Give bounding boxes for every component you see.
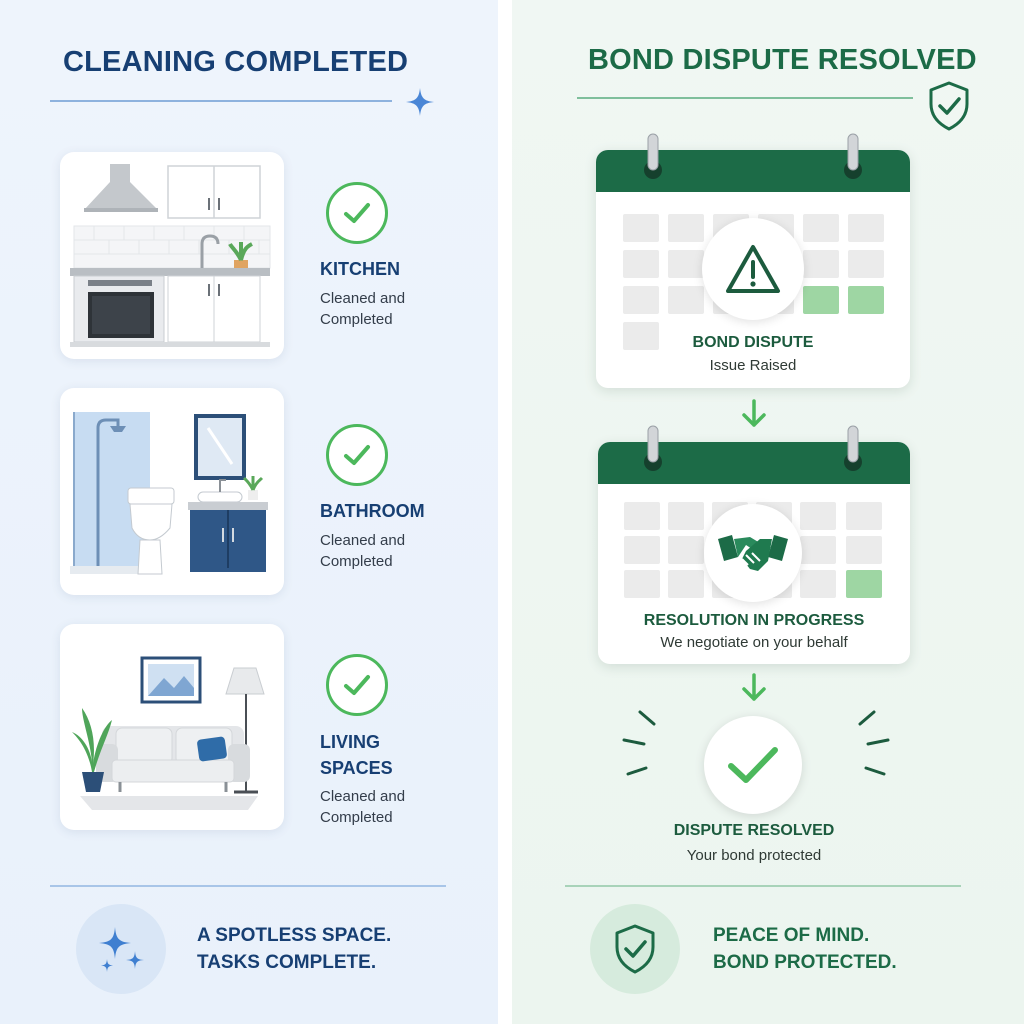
cleaning-footer-line2: TASKS COMPLETE. <box>197 952 377 973</box>
dispute-footer-line2: BOND PROTECTED. <box>713 952 897 973</box>
living-status-line1: Cleaned and <box>320 788 406 805</box>
handshake-badge <box>704 504 802 602</box>
living-status-line2: Completed <box>320 809 393 826</box>
warning-icon <box>726 245 780 293</box>
cleaning-title-rule <box>50 100 392 102</box>
shield-check-icon <box>615 924 655 974</box>
living-check-badge <box>326 654 388 716</box>
check-icon <box>728 747 778 783</box>
check-icon <box>344 445 370 465</box>
step2-title: RESOLUTION IN PROGRESS <box>643 612 865 629</box>
calendar-ring-right <box>844 425 862 471</box>
step1-subtitle: Issue Raised <box>709 357 797 374</box>
step3-subtitle: Your bond protected <box>686 847 822 864</box>
resolved-badge <box>704 716 802 814</box>
bathroom-status-line1: Cleaned and <box>320 532 406 549</box>
celebration-rays <box>622 710 890 776</box>
kitchen-status-line2: Completed <box>320 311 393 328</box>
calendar-ring-left <box>644 425 662 471</box>
arrow-down-icon <box>742 673 766 701</box>
shield-badge <box>590 904 680 994</box>
handshake-icon <box>718 535 788 571</box>
bathroom-check-badge <box>326 424 388 486</box>
warning-badge <box>702 218 804 320</box>
kitchen-status-line1: Cleaned and <box>320 290 406 307</box>
cleaning-footer-rule <box>50 885 446 887</box>
shield-check-icon <box>929 81 969 131</box>
living-label-line1: LIVING <box>320 732 381 752</box>
kitchen-card <box>60 152 284 359</box>
bathroom-illustration <box>70 412 268 575</box>
bathroom-card <box>60 388 284 595</box>
living-room-illustration <box>72 656 265 810</box>
living-label-line2: SPACES <box>320 758 393 778</box>
cleaning-footer-line1: A SPOTLESS SPACE. <box>197 925 392 946</box>
dispute-title-rule <box>577 97 913 99</box>
arrow-down-icon <box>742 399 766 427</box>
sparkle-badge <box>76 904 166 994</box>
sparkles-icon <box>99 927 144 972</box>
calendar-ring-right <box>844 133 862 179</box>
step2-subtitle: We negotiate on your behalf <box>660 634 848 651</box>
living-card <box>60 624 284 830</box>
cleaning-title: CLEANING COMPLETED <box>63 46 409 78</box>
dispute-footer-rule <box>565 885 961 887</box>
step3-title: DISPUTE RESOLVED <box>673 822 835 839</box>
check-icon <box>344 675 370 695</box>
sparkle-icon <box>406 88 434 116</box>
kitchen-label: KITCHEN <box>320 259 400 279</box>
check-icon <box>344 203 370 223</box>
panel-divider <box>498 0 512 1024</box>
kitchen-check-badge <box>326 182 388 244</box>
bathroom-status-line2: Completed <box>320 553 393 570</box>
dispute-footer-line1: PEACE OF MIND. <box>713 925 870 946</box>
kitchen-illustration <box>70 164 271 347</box>
dispute-title: BOND DISPUTE RESOLVED <box>588 44 977 76</box>
calendar-ring-left <box>644 133 662 179</box>
bathroom-label: BATHROOM <box>320 501 425 521</box>
step1-title: BOND DISPUTE <box>692 334 814 351</box>
